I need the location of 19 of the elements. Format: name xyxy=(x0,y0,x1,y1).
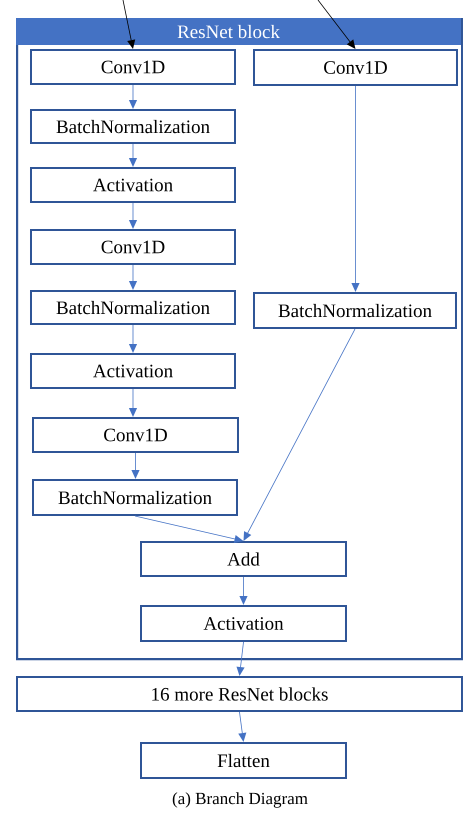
layer-box: BatchNormalization xyxy=(32,479,238,516)
block-container xyxy=(16,18,463,660)
layer-box: Flatten xyxy=(140,742,347,779)
caption: (a) Branch Diagram xyxy=(172,792,308,808)
layer-box: BatchNormalization xyxy=(30,109,236,144)
layer-box: Add xyxy=(140,541,347,577)
layer-box: BatchNormalization xyxy=(30,290,236,325)
layer-box: Conv1D xyxy=(30,49,236,85)
arrow xyxy=(318,0,356,49)
arrow xyxy=(244,328,356,541)
block-heading: ResNet block xyxy=(178,24,280,38)
layer-box: Activation xyxy=(30,353,236,389)
layer-box: 16 more ResNet blocks xyxy=(16,676,463,712)
layer-box: Conv1D xyxy=(32,417,239,453)
layer-box: Activation xyxy=(30,167,236,203)
layer-box: Activation xyxy=(140,605,347,642)
layer-box: Conv1D xyxy=(30,229,236,265)
layer-box: Conv1D xyxy=(253,49,458,86)
layer-box: BatchNormalization xyxy=(253,292,457,329)
